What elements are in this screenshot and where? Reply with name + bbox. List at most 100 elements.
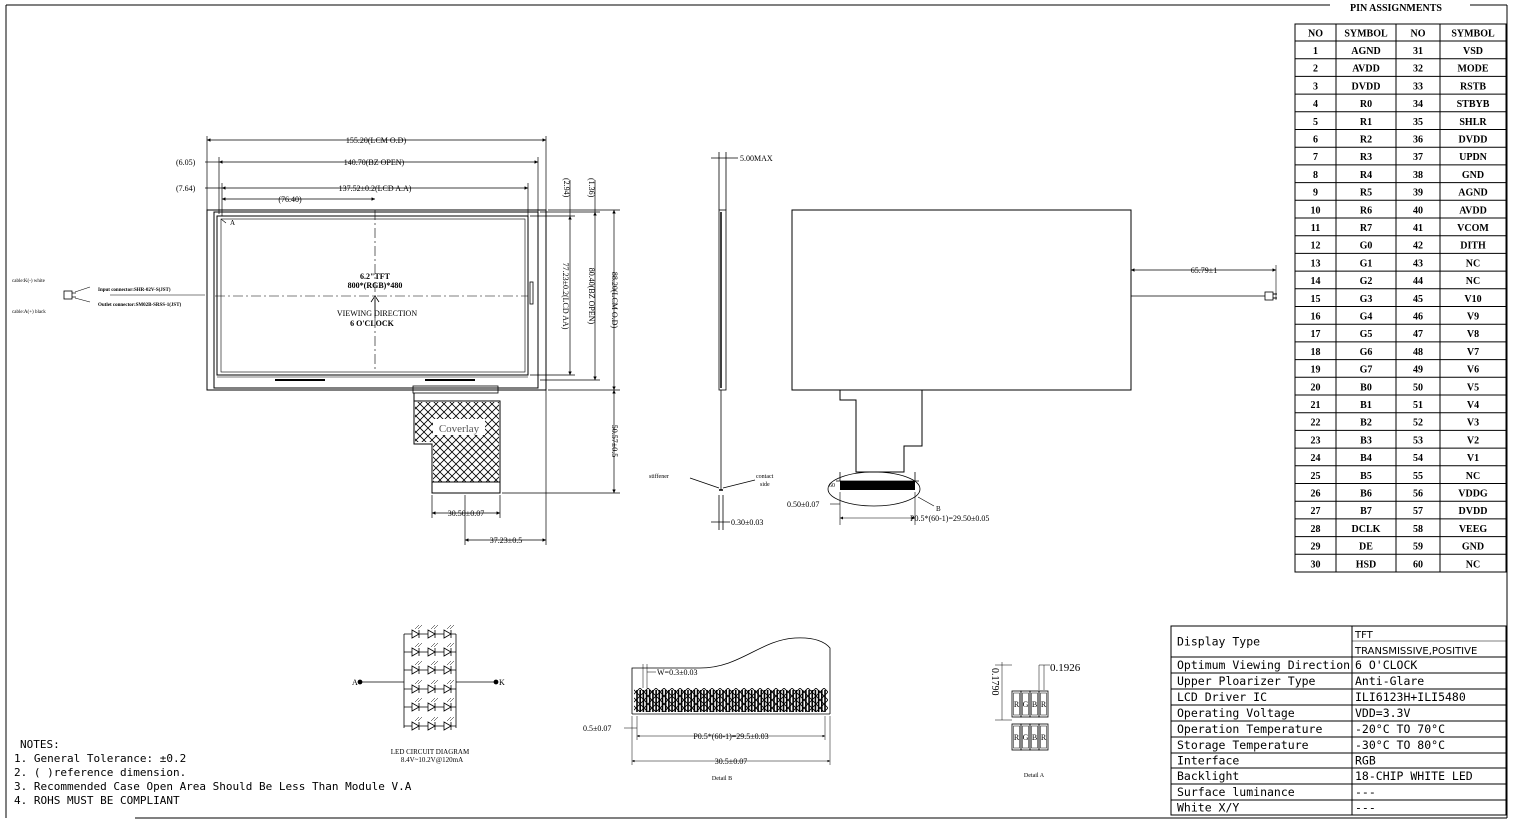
- led-emission-icon: [430, 660, 439, 666]
- pin-table-cell: 50: [1413, 382, 1423, 393]
- pin-table-cell: 5: [1313, 117, 1318, 128]
- front-view-dimensions: [63, 136, 620, 545]
- detail-b: [624, 637, 831, 765]
- pin-table-cell: 53: [1413, 435, 1423, 446]
- side-view-labels: 5.00MAX stiffener contact side 0.30±0.03: [649, 154, 774, 527]
- led-icon: [411, 702, 420, 712]
- panel-resolution: 800*(RGB)*480: [348, 281, 403, 290]
- outlet-connector-label: Outlet connector:SM02B-SRSS-1(JST): [98, 303, 182, 308]
- pin-table-cell: 40: [1413, 205, 1423, 216]
- spec-value: RGB: [1355, 754, 1376, 768]
- rear-view-labels: 65.79±1 60 B 0.50±0.07 P0.5*(60-1)=29.50…: [787, 266, 1217, 523]
- pin-table-cell: 58: [1413, 524, 1423, 535]
- pin-table-cell: 3: [1313, 81, 1318, 92]
- pin-table-cell: 25: [1311, 471, 1321, 482]
- side-label: side: [760, 482, 770, 488]
- pin-table-cell: 33: [1413, 81, 1423, 92]
- subpixel-label: B: [1032, 733, 1037, 742]
- pin-table-cell: 42: [1413, 241, 1423, 252]
- detail-b-callout: [827, 471, 921, 507]
- front-view: [206, 209, 547, 494]
- led-emission-icon: [430, 679, 439, 685]
- dim-lcd-aa-width: 137.52±0.2(LCD A.A): [339, 184, 412, 193]
- pin-table-header: NO: [1411, 29, 1426, 40]
- pin-table-cell: 47: [1413, 329, 1423, 340]
- pin-table-cell: G7: [1360, 365, 1373, 376]
- dim-lcd-aa-height: 77.23±0.2(LCD AA): [561, 263, 570, 330]
- subpixel-inner: [1040, 692, 1047, 716]
- detail-b-dim-pitch: P0.5*(60-1)=29.5±0.03: [693, 732, 768, 741]
- pin-table-cell: G5: [1360, 329, 1373, 340]
- fpc-pads: [840, 481, 915, 490]
- pin-table-cell: B6: [1360, 489, 1372, 500]
- input-connector-label: Input connector:SHR-02V-S(JST): [98, 288, 171, 293]
- front-view-labels: 155.20(LCM O.D) 140.70(BZ OPEN) 137.52±0…: [12, 136, 619, 545]
- pin-table-cell: 45: [1413, 294, 1423, 305]
- led-emission-icon: [430, 642, 439, 648]
- led-icon: [427, 721, 436, 731]
- led-emission-icon: [430, 624, 439, 630]
- spec-label: Storage Temperature: [1177, 738, 1309, 752]
- spec-label: White X/Y: [1177, 801, 1239, 815]
- pin-table-cell: 31: [1413, 46, 1423, 57]
- subpixel-label: R: [1041, 700, 1047, 709]
- pin-table-cell: VDDG: [1458, 489, 1488, 500]
- pin-table-cell: 56: [1413, 489, 1423, 500]
- detail-a-dim-height: 0.1790: [989, 668, 1000, 696]
- spec-value: ---: [1355, 785, 1376, 799]
- pin-table-cell: 26: [1311, 489, 1321, 500]
- pin-table-cell: 57: [1413, 506, 1423, 517]
- pin-table-cell: 1: [1313, 46, 1318, 57]
- pin-table-cell: DCLK: [1352, 524, 1381, 535]
- spec-value: Anti-Glare: [1355, 674, 1424, 688]
- note-3: 3. Recommended Case Open Area Should Be …: [14, 780, 412, 793]
- subpixel-label: R: [1014, 733, 1020, 742]
- pin-table-cell: G1: [1360, 258, 1373, 269]
- pin-table-cell: 9: [1313, 188, 1318, 199]
- spec-label: Surface luminance: [1177, 785, 1295, 799]
- subpixel-inner: [1031, 692, 1038, 716]
- subpixel-inner: [1031, 725, 1038, 749]
- pin-table-cell: DVDD: [1459, 135, 1488, 146]
- subpixel-inner: [1022, 692, 1029, 716]
- pin-table-cell: 39: [1413, 188, 1423, 199]
- pin-table-cell: 35: [1413, 117, 1423, 128]
- coverlay-label: Coverlay: [439, 423, 480, 435]
- pin-table-header: SYMBOL: [1344, 29, 1388, 40]
- pin-table-cell: GND: [1462, 170, 1484, 181]
- contact-label: contact: [756, 474, 774, 480]
- dim-bz-open-height: 80.40(BZ OPEN): [587, 268, 596, 325]
- dim-fpc-width: 30.50±0.07: [448, 509, 484, 518]
- led-emission-icon: [446, 624, 455, 630]
- detail-a-labels: 0.1790 0.1926 Detail A: [989, 662, 1081, 779]
- spec-label: LCD Driver IC: [1177, 690, 1267, 704]
- pin-table-cell: 30: [1311, 559, 1321, 570]
- pin-table-cell: 23: [1311, 435, 1321, 446]
- rear-outline: [791, 209, 1132, 391]
- pin-table-cell: RSTB: [1460, 81, 1486, 92]
- led-icon: [411, 647, 420, 657]
- pin-table-cell: 37: [1413, 152, 1423, 163]
- pin-table-cell: NC: [1466, 258, 1480, 269]
- pin-table-cell: 13: [1311, 258, 1321, 269]
- led-icon: [411, 629, 420, 639]
- side-view: [689, 152, 756, 530]
- pin-table-cell: V9: [1467, 312, 1479, 323]
- led-circuit-title: LED CIRCUIT DIAGRAM: [391, 748, 470, 756]
- subpixel-label: B: [1032, 700, 1037, 709]
- subpixel-inner: [1013, 692, 1020, 716]
- led-emission-icon: [430, 716, 439, 722]
- pin-table-cell: V2: [1467, 435, 1479, 446]
- led-emission-icon: [414, 697, 423, 703]
- pin-table-cell: 34: [1413, 99, 1423, 110]
- pin-table-cell: AVDD: [1352, 64, 1380, 75]
- spec-value: ---: [1355, 801, 1376, 815]
- pin-table-cell: V8: [1467, 329, 1479, 340]
- subpixel-inner: [1013, 725, 1020, 749]
- led-icon: [443, 702, 452, 712]
- pin-table-cell: DE: [1359, 542, 1373, 553]
- detail-a-dim-width: 0.1926: [1050, 662, 1081, 674]
- spec-label: Upper Ploarizer Type: [1177, 674, 1316, 688]
- dim-left-605: (6.05): [176, 158, 196, 167]
